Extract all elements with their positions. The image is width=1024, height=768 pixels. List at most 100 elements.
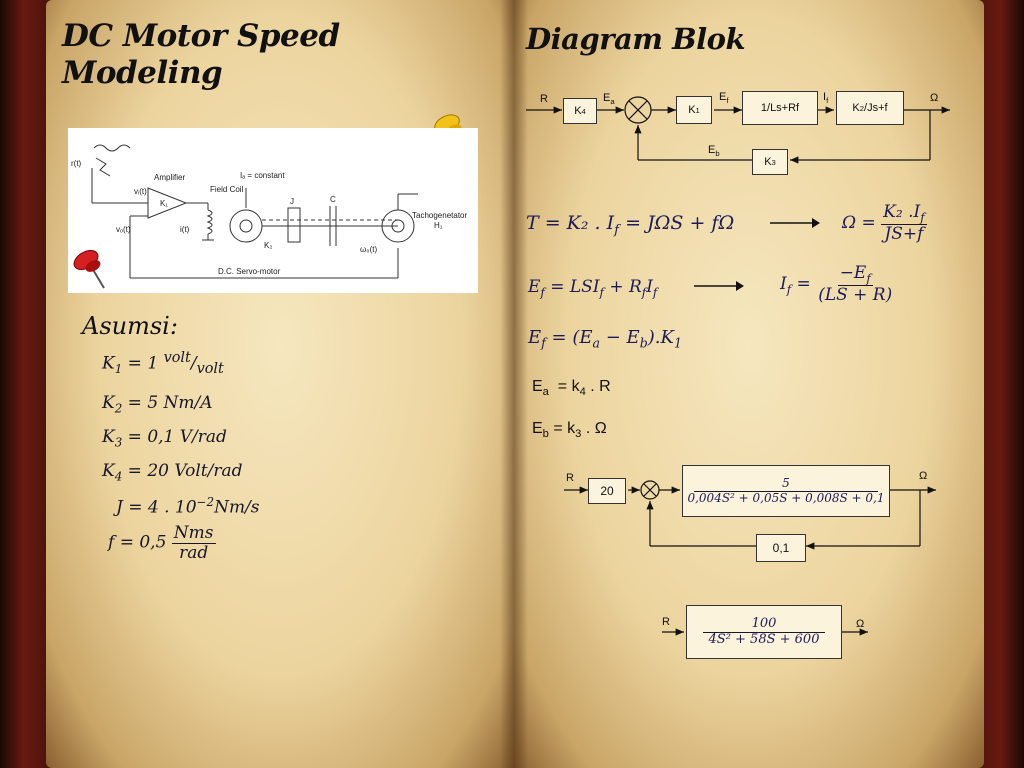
fig-tacho-label: Tachogenetator <box>412 211 467 220</box>
eq2-mid: = LSI <box>544 277 600 297</box>
eq2-mid3: I <box>646 277 653 297</box>
servo-system-figure: r(t) Amplifier vᵢ(t) K₁ vₒ(t) Field Coil… <box>68 128 478 293</box>
k3-sub: 3 <box>114 435 123 450</box>
bd1-tf2-sub: 2 <box>859 103 865 113</box>
eq2-res-pre-sub: f <box>786 282 792 297</box>
eq3-t4: ).K <box>647 327 674 348</box>
eq3-t3: − E <box>600 327 640 348</box>
fig-k2-label: K₂ <box>264 241 272 250</box>
j-sup: −2 <box>196 495 215 509</box>
bd3-tf-block: 100 4S² + 58S + 600 <box>686 605 842 659</box>
bd1-ea-label: Ea <box>603 92 615 106</box>
assumption-j: J = 4 . 10−2Nm/s <box>116 495 260 518</box>
eq2-arrow-icon <box>694 281 744 291</box>
eb-pre: E <box>532 420 543 437</box>
fig-field-coil-label: Field Coil <box>210 185 244 194</box>
eq1-arrow-icon <box>770 218 820 228</box>
eq2-lhs: E <box>528 277 541 297</box>
slide-title-line1: DC Motor Speed <box>62 18 340 54</box>
k1-sub: 1 <box>114 362 123 377</box>
eq2-mid2: + R <box>603 277 642 297</box>
k4-rhs: = 20 Volt/rad <box>122 461 243 481</box>
ea-post: . R <box>585 378 611 395</box>
k1-eq: = 1 <box>122 353 164 374</box>
k1-den: volt <box>196 361 224 378</box>
bd2-gain-block: 20 <box>588 478 626 504</box>
bd2-tf-block: 5 0,004S² + 0,05S + 0,008S + 0,1 <box>682 465 890 517</box>
bd1-ef-label: Ef <box>719 91 728 105</box>
eb-sub: b <box>542 428 549 441</box>
assumption-k4: K4 = 20 Volt/rad <box>102 461 242 483</box>
asumsi-label: Asumsi: <box>82 312 178 340</box>
bd1-k3-text: K <box>764 156 772 168</box>
eq2-res-pre: I <box>780 274 787 295</box>
pushpin-red-icon <box>73 250 105 289</box>
fig-amplifier-label: Amplifier <box>154 173 185 182</box>
fig-input-label: r(t) <box>71 159 82 168</box>
block-diagram-3-lines <box>662 628 868 636</box>
bd1-k1-sub: 1 <box>695 105 700 115</box>
assumption-k1: K1 = 1 volt/volt <box>102 350 224 378</box>
bd1-tf1-block: 1/Ls+Rf <box>742 91 818 125</box>
fig-vo-label: vₒ(t) <box>116 225 131 234</box>
block-diagram-1-lines <box>526 96 950 164</box>
eq3-s4: 1 <box>673 335 682 351</box>
bd1-eb-text: E <box>708 144 716 156</box>
fig-vi-label: vᵢ(t) <box>134 187 147 196</box>
k2-lhs: K <box>102 393 115 413</box>
eq1-lhs-sub: f <box>614 222 620 238</box>
eq2-lhs-sub: f <box>540 285 545 300</box>
eb-definition: Eb = k3 . Ω <box>532 420 607 440</box>
servo-schematic: r(t) Amplifier vᵢ(t) K₁ vₒ(t) Field Coil… <box>71 144 467 279</box>
eq1-lhs: T = K₂ . I <box>526 212 615 234</box>
k2-sub: 2 <box>114 401 123 416</box>
bd2-tf-den: 0,004S² + 0,05S + 0,008S + 0,1 <box>687 490 885 505</box>
equation-torque: T = K₂ . If = JΩS + fΩ <box>526 212 734 238</box>
fig-j-label: J <box>290 197 294 206</box>
bd2-feedback-block: 0,1 <box>756 534 806 562</box>
assumption-k3: K3 = 0,1 V/rad <box>102 427 227 449</box>
eq3-t1: E <box>528 327 542 348</box>
k4-lhs: K <box>102 461 115 481</box>
ea-mid: = k <box>548 378 580 395</box>
k2-rhs: = 5 Nm/A <box>122 393 213 413</box>
diagram-title: Diagram Blok <box>526 22 746 56</box>
j-post: Nm/s <box>214 497 260 518</box>
bd3-tf-num: 100 <box>703 616 825 633</box>
fig-c-label: C <box>330 195 336 204</box>
eq2-mid-sub: f <box>599 285 604 300</box>
bd1-ea-text: E <box>603 92 611 104</box>
bd2-output-omega: Ω <box>919 470 928 482</box>
bd1-k4-text: K <box>574 105 582 117</box>
equation-ef-ea-eb: Ef = (Ea − Eb).K1 <box>528 327 682 351</box>
j-pre: J = 4 . 10 <box>116 497 197 518</box>
bd3-tf-den: 4S² + 58S + 600 <box>708 631 820 647</box>
bd1-tf2-post: /Js+f <box>864 102 888 114</box>
eq3-t2: = (E <box>545 327 593 348</box>
f-pre: f = 0,5 <box>108 532 167 553</box>
assumption-k2: K2 = 5 Nm/A <box>102 393 213 415</box>
eq2-res-den: (LS + R) <box>818 285 893 306</box>
eq1-res-pre: Ω = <box>842 213 882 234</box>
bd3-output-omega: Ω <box>856 618 865 630</box>
bd1-ea-sub: a <box>610 97 615 107</box>
eb-sub2: 3 <box>575 428 582 441</box>
bd2-tf-num: 5 <box>693 477 878 492</box>
k3-rhs: = 0,1 V/rad <box>122 427 227 447</box>
k3-lhs: K <box>102 427 115 447</box>
bd1-k3-sub: 3 <box>771 157 776 167</box>
book-spine <box>500 0 528 768</box>
bd1-eb-label: Eb <box>708 144 720 158</box>
fig-h1-label: H₁ <box>434 221 443 230</box>
eq1-res-den: JS+f <box>884 224 924 245</box>
fig-servo-label: D.C. Servo-motor <box>218 267 281 276</box>
eq3-s2: a <box>592 335 601 351</box>
eq1-mid: = JΩS + fΩ <box>619 212 735 234</box>
bd1-ef-text: E <box>719 91 727 103</box>
eq2-mid3-sub: f <box>652 285 658 300</box>
eb-post: . Ω <box>581 420 607 437</box>
bd1-tf2-pre: K <box>852 102 860 114</box>
